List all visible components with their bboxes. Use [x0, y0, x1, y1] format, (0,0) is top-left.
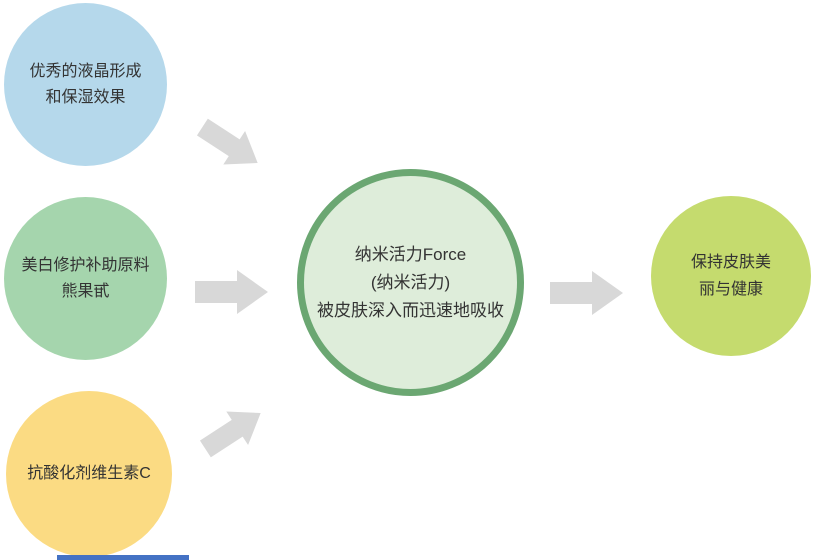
arrow-up-right-icon	[194, 396, 271, 465]
center-circle-nano-force-line3: 被皮肤深入而迅速地吸收	[317, 300, 504, 320]
arrow-right-icon	[195, 270, 268, 314]
arrow-right-shape	[195, 270, 268, 314]
arrow-down-right-shape	[196, 118, 258, 165]
result-circle-skin-health: 保持皮肤美 丽与健康	[651, 196, 811, 356]
center-circle-nano-force-line1: 纳米活力Force	[354, 244, 467, 264]
arrow-down-right-icon	[191, 110, 268, 179]
source-circle-arbutin-line2: 熊果甙	[61, 282, 110, 300]
source-circle-arbutin-line1: 美白修护补助原料	[21, 256, 150, 274]
source-circle-vitamin-c-line1: 抗酸化剂维生素C	[27, 465, 151, 482]
center-circle-nano-force-line2: (纳米活力)	[370, 272, 451, 292]
arrow-right-result-shape	[550, 271, 623, 315]
arrow-right-result-icon	[550, 271, 623, 315]
bottom-bar	[57, 555, 189, 560]
source-circle-vitamin-c: 抗酸化剂维生素C	[6, 391, 172, 557]
center-circle-nano-force: 纳米活力Force (纳米活力) 被皮肤深入而迅速地吸收	[297, 169, 524, 396]
source-circle-liquid-crystal: 优秀的液晶形成 和保湿效果	[4, 3, 167, 166]
source-circle-liquid-crystal-line1: 优秀的液晶形成	[29, 62, 142, 80]
source-circle-liquid-crystal-line2: 和保湿效果	[45, 88, 126, 106]
result-circle-skin-health-line2: 丽与健康	[698, 281, 763, 298]
arrow-up-right-shape	[199, 411, 261, 458]
source-circle-arbutin: 美白修护补助原料 熊果甙	[4, 197, 167, 360]
result-circle-skin-health-line1: 保持皮肤美	[690, 254, 771, 271]
